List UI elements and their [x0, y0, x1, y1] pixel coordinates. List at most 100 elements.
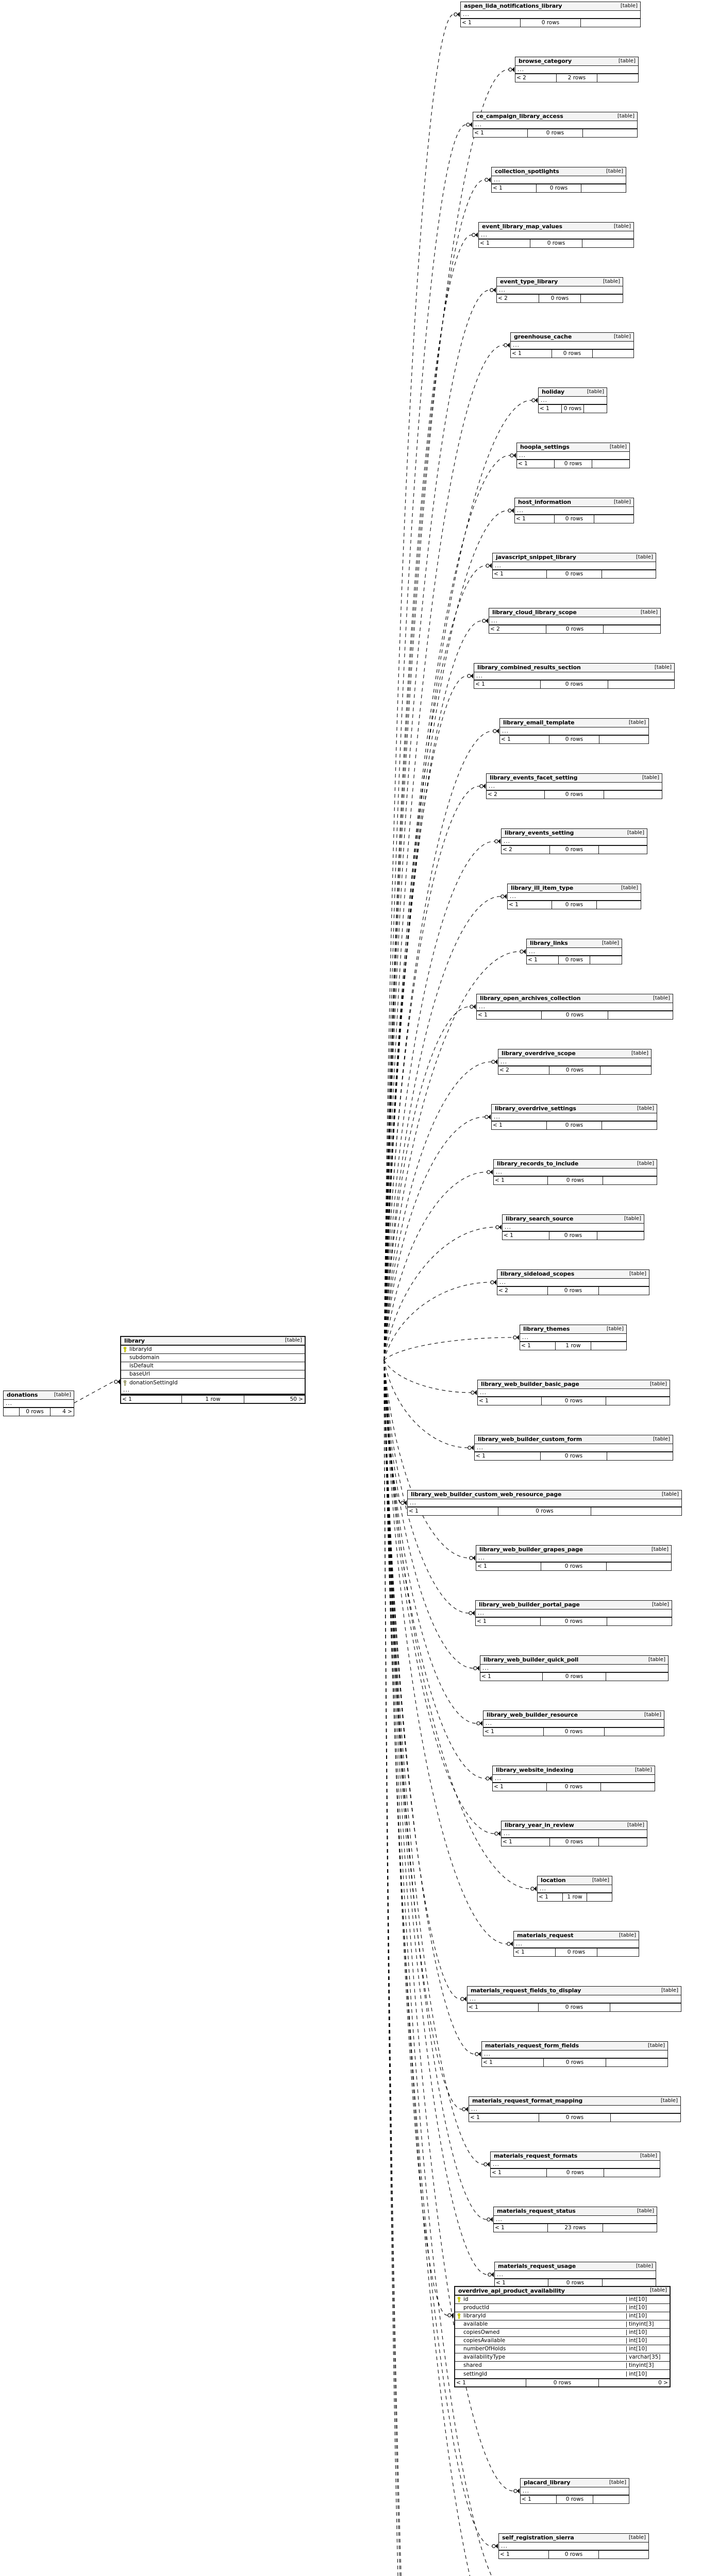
- collapsed-columns-indicator[interactable]: ...: [495, 2271, 656, 2279]
- collapsed-columns-indicator[interactable]: ...: [521, 2487, 629, 2495]
- collapsed-columns-indicator[interactable]: ...: [487, 783, 662, 790]
- collapsed-columns-indicator[interactable]: ...: [489, 617, 660, 625]
- collapsed-columns-indicator[interactable]: ...: [520, 1334, 626, 1342]
- collapsed-columns-indicator[interactable]: ...: [483, 1720, 664, 1727]
- child-table[interactable]: materials_request_format_mapping[table].…: [469, 2096, 681, 2122]
- collapsed-columns-indicator[interactable]: ...: [461, 11, 640, 19]
- collapsed-columns-indicator[interactable]: ...: [477, 1003, 673, 1011]
- child-table[interactable]: aspen_lida_notifications_library[table].…: [460, 2, 641, 27]
- collapsed-columns-indicator[interactable]: ...: [476, 1554, 671, 1562]
- collapsed-columns-indicator[interactable]: ...: [502, 1830, 647, 1838]
- collapsed-columns-indicator[interactable]: ...: [493, 1775, 655, 1783]
- collapsed-columns-indicator[interactable]: ...: [474, 672, 674, 680]
- collapsed-columns-indicator[interactable]: ...: [494, 1168, 657, 1176]
- collapsed-columns-indicator[interactable]: ...: [480, 1665, 668, 1672]
- collapsed-columns-indicator[interactable]: ...: [514, 1940, 639, 1948]
- collapsed-columns-indicator[interactable]: ...: [491, 2161, 660, 2168]
- collapsed-columns-indicator[interactable]: ...: [515, 507, 633, 515]
- collapsed-columns-indicator[interactable]: ...: [121, 1387, 305, 1395]
- collapsed-columns-indicator[interactable]: ...: [502, 838, 647, 845]
- child-table[interactable]: library_web_builder_custom_web_resource_…: [407, 1490, 682, 1516]
- collapsed-columns-indicator[interactable]: ...: [497, 286, 623, 294]
- column-row[interactable]: donationSettingId: [121, 1379, 305, 1387]
- collapsed-columns-indicator[interactable]: ...: [475, 1444, 673, 1452]
- collapsed-columns-indicator[interactable]: ...: [467, 1995, 681, 2003]
- collapsed-columns-indicator[interactable]: ...: [500, 727, 648, 735]
- child-table[interactable]: library_web_builder_quick_poll[table]...…: [480, 1655, 669, 1681]
- collapsed-columns-indicator[interactable]: ...: [527, 948, 622, 956]
- collapsed-columns-indicator[interactable]: ...: [482, 2050, 667, 2058]
- collapsed-columns-indicator[interactable]: ...: [499, 2543, 648, 2550]
- collapsed-columns-indicator[interactable]: ...: [539, 397, 607, 404]
- child-table[interactable]: library_web_builder_resource[table]...< …: [483, 1710, 664, 1736]
- child-table[interactable]: library_combined_results_section[table].…: [474, 663, 675, 689]
- collapsed-columns-indicator[interactable]: ...: [492, 1113, 657, 1121]
- child-table[interactable]: library_web_builder_portal_page[table]..…: [475, 1600, 672, 1626]
- child-table[interactable]: materials_request_form_fields[table]...<…: [481, 2041, 668, 2067]
- child-table[interactable]: library_events_facet_setting[table]...< …: [486, 773, 662, 799]
- column-row[interactable]: baseUrl: [121, 1370, 305, 1379]
- collapsed-columns-indicator[interactable]: ...: [473, 121, 637, 129]
- collapsed-columns-indicator[interactable]: ...: [493, 562, 656, 570]
- column-row[interactable]: isDefault: [121, 1362, 305, 1370]
- child-table[interactable]: library_web_builder_grapes_page[table]..…: [476, 1545, 672, 1571]
- column-row[interactable]: subdomain: [121, 1354, 305, 1362]
- child-table[interactable]: library_open_archives_collection[table].…: [476, 994, 673, 1020]
- collapsed-columns-indicator[interactable]: ...: [517, 452, 629, 460]
- collapsed-columns-indicator[interactable]: ...: [511, 342, 633, 349]
- collapsed-columns-indicator[interactable]: ...: [494, 2216, 657, 2224]
- collapsed-columns-indicator[interactable]: ...: [538, 1885, 612, 1893]
- child-table[interactable]: library_cloud_library_scope[table]...< 2…: [489, 608, 661, 634]
- collapsed-columns-indicator[interactable]: ...: [492, 176, 626, 184]
- collapsed-columns-indicator[interactable]: ...: [479, 231, 633, 239]
- child-table[interactable]: materials_request_fields_to_display[tabl…: [467, 1986, 681, 2012]
- collapsed-columns-indicator[interactable]: ...: [498, 1058, 651, 1066]
- collapsed-columns-indicator[interactable]: ...: [476, 1609, 672, 1617]
- collapsed-columns-indicator[interactable]: ...: [508, 893, 641, 901]
- collapsed-columns-indicator[interactable]: ...: [4, 1400, 74, 1408]
- collapsed-columns-indicator[interactable]: ...: [503, 1224, 644, 1231]
- detail-table-overdrive-api-product-availability[interactable]: overdrive_api_product_availability[table…: [454, 2286, 671, 2387]
- collapsed-columns-indicator[interactable]: ...: [469, 2106, 680, 2113]
- collapsed-columns-indicator[interactable]: ...: [478, 1389, 670, 1397]
- column-row[interactable]: libraryId: [121, 1346, 305, 1354]
